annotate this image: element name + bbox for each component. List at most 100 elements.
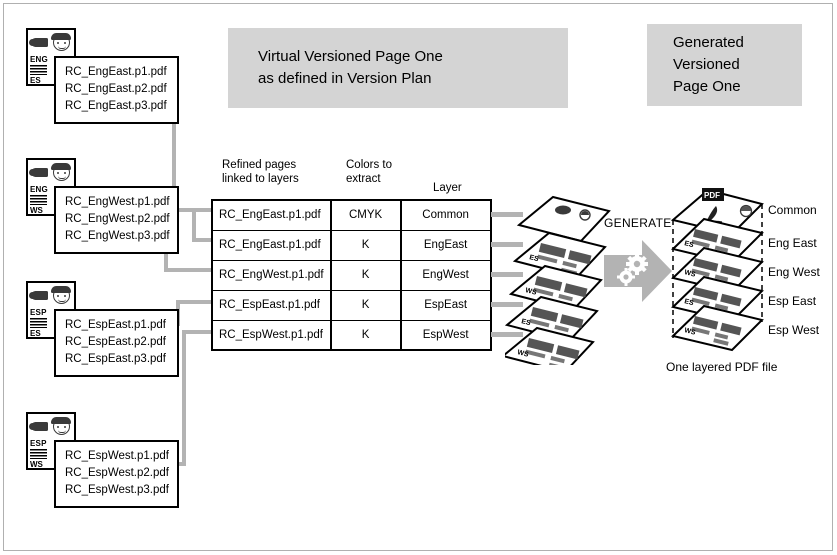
source-icon-row [29, 32, 76, 56]
stack-label-esp-west: Esp West [768, 323, 820, 337]
source-file-list-engeast: RC_EngEast.p1.pdf RC_EngEast.p2.pdf RC_E… [54, 56, 179, 124]
cell-layer: EspWest [399, 319, 492, 351]
connector-espwest-v [182, 330, 186, 466]
operator-face-icon [51, 417, 71, 435]
list-item: RC_EngWest.p3.pdf [65, 230, 170, 242]
svg-text:PDF: PDF [704, 191, 720, 200]
header-colors-line1: Colors to [346, 159, 393, 171]
header-colors-line2: extract [346, 173, 381, 185]
connector-espwest-h-to-row5 [182, 330, 214, 334]
svg-text:ES: ES [684, 240, 695, 249]
stripes-icon [30, 449, 47, 459]
connector-row1-to-page [491, 212, 523, 217]
generated-versioned-page-box: Generated Versioned Page One [647, 24, 802, 106]
list-item: RC_EspWest.p1.pdf [65, 450, 169, 462]
source-language-tag: ENG [30, 185, 48, 194]
face-mouth-icon [58, 176, 66, 179]
stack-label-common: Common [768, 203, 817, 217]
svg-text:WS: WS [684, 327, 697, 337]
source-language-tag: ESP [30, 439, 47, 448]
source-region-tag: WS [30, 460, 43, 469]
cell-color: K [329, 319, 402, 351]
table-row: RC_EspEast.p1.pdf K EspEast [211, 289, 492, 321]
connector-engwest-h-to-row3 [164, 268, 214, 272]
header-refined-pages: Refined pages linked to layers [222, 158, 342, 186]
source-icon-row [29, 285, 76, 309]
source-region-tag: ES [30, 76, 41, 85]
ink-blob-icon [29, 168, 48, 177]
connector-engeast-h-row1 [172, 208, 196, 212]
generated-box-line3: Page One [673, 78, 741, 95]
operator-face-icon [51, 163, 71, 181]
source-region-tag: WS [30, 206, 43, 215]
generate-label: GENERATE [604, 216, 672, 230]
source-region-tag: ES [30, 329, 41, 338]
ink-blob-icon [29, 422, 48, 431]
table-row: RC_EngEast.p1.pdf K EngEast [211, 229, 492, 261]
connector-engeast-v [172, 66, 176, 240]
source-icon-row [29, 416, 76, 440]
face-mouth-icon [58, 430, 66, 433]
cell-color: K [329, 289, 402, 321]
virtual-box-line2: as defined in Version Plan [258, 70, 432, 87]
operator-face-icon [51, 286, 71, 304]
generated-box-line2: Versioned [673, 56, 740, 73]
list-item: RC_EspEast.p3.pdf [65, 353, 167, 365]
cell-layer: EngWest [399, 259, 492, 291]
connector-engeast-h-to-row2 [192, 238, 214, 242]
face-eyes-icon [57, 426, 66, 428]
connector-row4-to-page [491, 302, 523, 307]
list-item: RC_EngEast.p1.pdf [65, 66, 167, 78]
cell-file: RC_EngWest.p1.pdf [211, 259, 332, 291]
stripes-icon [30, 318, 47, 328]
virtual-versioned-page-box: Virtual Versioned Page One as defined in… [228, 28, 568, 108]
source-file-list-engwest: RC_EngWest.p1.pdf RC_EngWest.p2.pdf RC_E… [54, 186, 179, 254]
header-colors-to-extract: Colors to extract [346, 158, 426, 186]
generated-box-line1: Generated [673, 34, 744, 51]
stripes-icon [30, 195, 47, 205]
layered-pdf-stack: PDF ES WS ES WS [670, 188, 764, 352]
svg-text:ES: ES [529, 254, 540, 263]
source-language-tag: ESP [30, 308, 47, 317]
source-file-list-espeast: RC_EspEast.p1.pdf RC_EspEast.p2.pdf RC_E… [54, 309, 179, 377]
svg-text:WS: WS [525, 287, 538, 297]
table-row: RC_EngWest.p1.pdf K EngWest [211, 259, 492, 291]
operator-face-icon [51, 33, 71, 51]
one-layered-pdf-caption: One layered PDF file [666, 360, 778, 374]
exploded-pages-stack: ES WS ES WS [505, 195, 611, 365]
list-item: RC_EngWest.p1.pdf [65, 196, 170, 208]
connector-espeast-h-to-row4 [176, 300, 214, 304]
source-language-tag: ENG [30, 55, 48, 64]
cell-color: K [329, 259, 402, 291]
cell-layer: Common [399, 199, 492, 231]
svg-text:ES: ES [684, 298, 695, 307]
face-mouth-icon [58, 46, 66, 49]
list-item: RC_EspWest.p3.pdf [65, 484, 169, 496]
list-item: RC_EspEast.p1.pdf [65, 319, 167, 331]
face-eyes-icon [57, 172, 66, 174]
stack-label-eng-east: Eng East [768, 236, 817, 250]
virtual-box-line1: Virtual Versioned Page One [258, 48, 443, 65]
svg-text:ES: ES [521, 318, 532, 327]
connector-row2-to-page [491, 242, 523, 247]
header-layer-text: Layer [433, 182, 462, 194]
list-item: RC_EngWest.p2.pdf [65, 213, 170, 225]
refined-pages-table: RC_EngEast.p1.pdf CMYK Common RC_EngEast… [211, 199, 492, 351]
face-eyes-icon [57, 295, 66, 297]
table-row: RC_EngEast.p1.pdf CMYK Common [211, 199, 492, 231]
page-frame-border [3, 3, 833, 551]
generate-arrow-icon [604, 240, 672, 302]
connector-row5-to-page [491, 332, 523, 337]
cell-file: RC_EspEast.p1.pdf [211, 289, 332, 321]
face-mouth-icon [58, 299, 66, 302]
stripes-icon [30, 65, 47, 75]
cell-layer: EngEast [399, 229, 492, 261]
header-refined-pages-line2: linked to layers [222, 173, 299, 185]
stack-label-eng-west: Eng West [768, 265, 820, 279]
list-item: RC_EspWest.p2.pdf [65, 467, 169, 479]
source-file-list-espwest: RC_EspWest.p1.pdf RC_EspWest.p2.pdf RC_E… [54, 440, 179, 508]
stack-label-esp-east: Esp East [768, 294, 817, 308]
list-item: RC_EngEast.p3.pdf [65, 100, 167, 112]
connector-engeast-h-to-row1 [192, 208, 214, 212]
